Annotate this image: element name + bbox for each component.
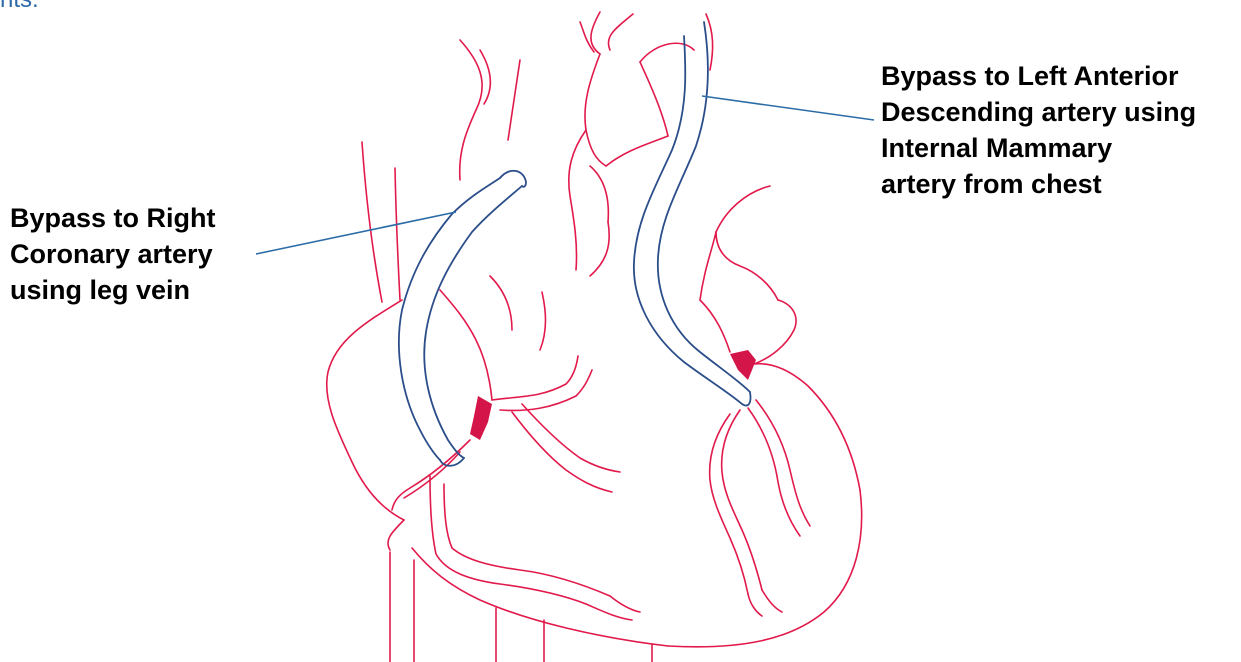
label-line: Bypass to Left Anterior xyxy=(881,58,1196,94)
label-left-anterior-descending-bypass: Bypass to Left Anterior Descending arter… xyxy=(881,58,1196,202)
label-line: using leg vein xyxy=(10,272,216,308)
lower-vessels xyxy=(390,552,652,662)
label-right-coronary-bypass: Bypass to Right Coronary artery using le… xyxy=(10,200,216,308)
coronary-branches xyxy=(392,356,810,620)
label-line: Internal Mammary xyxy=(881,130,1196,166)
rca-blockage xyxy=(470,396,492,440)
label-line: Coronary artery xyxy=(10,236,216,272)
heart-outline xyxy=(327,186,862,647)
blockages xyxy=(470,350,756,440)
mammary-graft xyxy=(634,22,751,406)
label-line: Descending artery using xyxy=(881,94,1196,130)
great-vessels xyxy=(362,12,713,302)
leader-line-rca xyxy=(256,212,456,254)
label-line: Bypass to Right xyxy=(10,200,216,236)
leader-line-lad xyxy=(702,96,874,120)
lad-blockage xyxy=(730,350,756,380)
label-line: artery from chest xyxy=(881,166,1196,202)
